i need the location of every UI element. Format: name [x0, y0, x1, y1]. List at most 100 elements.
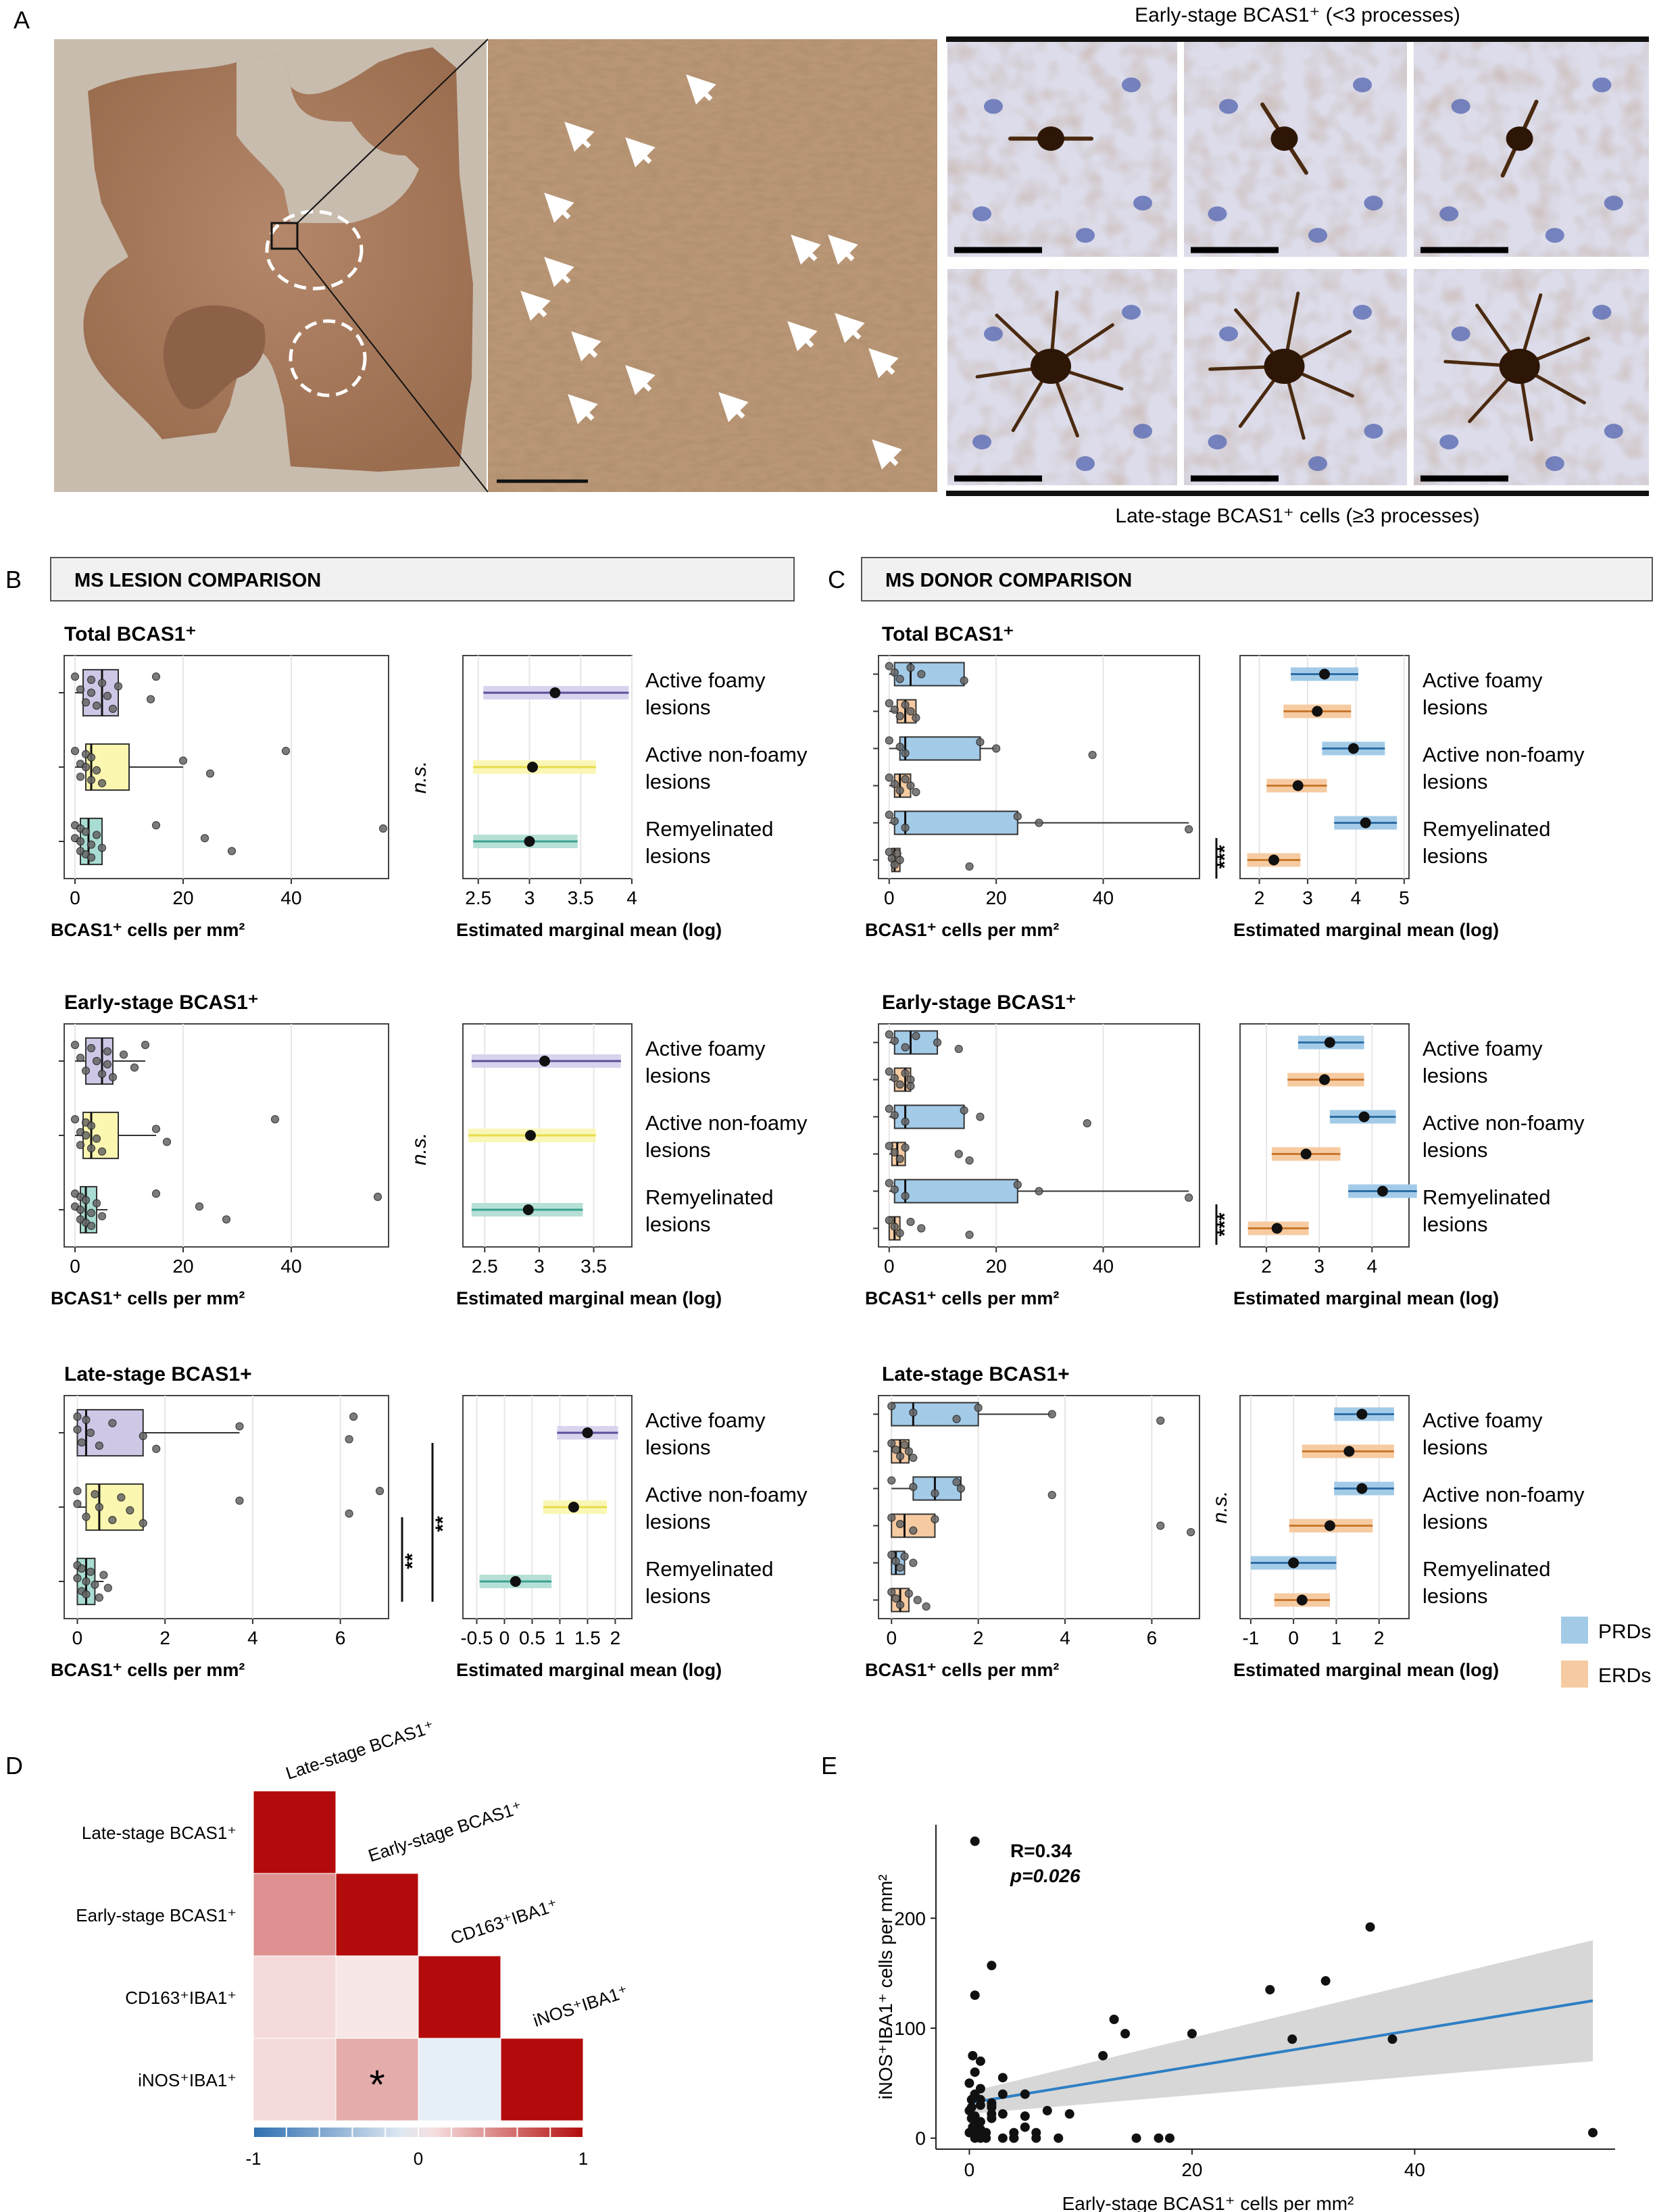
- heatmap-cell: [335, 2038, 419, 2121]
- x-axis-label: BCAS1⁺ cells per mm²: [51, 1660, 245, 1680]
- lesion-label: lesions: [645, 1584, 711, 1608]
- data-point: [895, 1154, 904, 1163]
- zoom-region-box: [270, 222, 299, 250]
- x-tick-label: 2: [610, 1627, 621, 1648]
- x-tick-label: 1: [1331, 1627, 1342, 1648]
- box: [893, 662, 965, 687]
- data-point: [86, 688, 96, 697]
- x-tick-label: -0.5: [460, 1627, 493, 1648]
- heatmap-cell: [418, 2038, 501, 2121]
- data-point: [1588, 2128, 1598, 2138]
- nucleus: [1451, 326, 1470, 341]
- white-arrow: [686, 74, 716, 105]
- box: [893, 1179, 1018, 1204]
- data-point: [76, 1054, 85, 1062]
- data-point: [890, 1074, 899, 1083]
- data-point: [130, 1063, 139, 1072]
- emm-point: [1271, 1223, 1283, 1234]
- data-point: [108, 1419, 117, 1427]
- white-arrow: [872, 439, 902, 470]
- data-point: [222, 1215, 231, 1224]
- data-point: [1156, 1416, 1165, 1425]
- legend-erds-swatch: [1561, 1661, 1588, 1688]
- data-point: [987, 2098, 997, 2108]
- data-point: [895, 712, 904, 720]
- data-point: [933, 1038, 942, 1047]
- data-point: [76, 685, 85, 694]
- emm-point: [1324, 1037, 1335, 1048]
- data-point: [73, 1487, 82, 1496]
- data-point: [964, 2128, 974, 2138]
- data-point: [1365, 1922, 1375, 1932]
- data-point: [117, 1493, 126, 1502]
- x-tick-label: 2: [1374, 1627, 1385, 1648]
- row-title: Total BCAS1⁺: [882, 623, 1014, 645]
- nucleus: [1122, 77, 1141, 93]
- data-point: [86, 1043, 96, 1053]
- data-point: [86, 1221, 96, 1230]
- x-tick-label: 3: [534, 1256, 545, 1277]
- data-point: [1047, 1490, 1056, 1500]
- nucleus: [1208, 206, 1227, 222]
- data-point: [976, 1112, 985, 1121]
- x-tick-label: 2: [1254, 887, 1265, 908]
- data-point: [912, 713, 920, 722]
- col-label: iNOS⁺IBA1⁺: [530, 1981, 630, 2031]
- data-point: [931, 1489, 939, 1498]
- sig-label: ***: [1214, 1212, 1236, 1236]
- cell-thumbnail-texture: [1414, 42, 1649, 257]
- data-point: [975, 2056, 985, 2066]
- data-point: [895, 743, 904, 752]
- data-point: [108, 704, 118, 713]
- data-point: [987, 2113, 997, 2123]
- data-point: [81, 827, 91, 836]
- data-point: [86, 1144, 96, 1153]
- data-point: [97, 779, 107, 787]
- data-point: [375, 1487, 385, 1496]
- x-axis-label: BCAS1⁺ cells per mm²: [51, 920, 245, 940]
- data-point: [1187, 1527, 1195, 1537]
- data-point: [92, 1056, 101, 1066]
- data-point: [1131, 2133, 1141, 2143]
- data-point: [92, 1134, 101, 1143]
- data-point: [887, 1588, 896, 1596]
- stat-r: R=0.34: [1010, 1840, 1072, 1861]
- data-point: [81, 1196, 91, 1204]
- data-point: [70, 1115, 80, 1124]
- data-point: [97, 843, 107, 852]
- x-axis-label: Estimated marginal mean (log): [1233, 1660, 1499, 1680]
- lesion-label: lesions: [1423, 1212, 1488, 1236]
- col-label: Late-stage BCAS1⁺: [283, 1716, 437, 1783]
- row-title: Late-stage BCAS1+: [64, 1363, 252, 1385]
- data-point: [119, 1050, 128, 1059]
- sig-label: **: [432, 1516, 454, 1532]
- data-point: [890, 1223, 899, 1231]
- data-point: [1013, 1180, 1022, 1189]
- data-point: [81, 762, 91, 772]
- data-point: [73, 1412, 82, 1421]
- data-point: [904, 1589, 914, 1598]
- data-point: [1054, 2133, 1064, 2143]
- data-point: [906, 707, 915, 716]
- data-point: [992, 744, 1001, 753]
- lesion-label: Active foamy: [1423, 1408, 1543, 1432]
- data-point: [114, 682, 123, 691]
- data-point: [909, 1453, 918, 1463]
- data-point: [151, 1189, 161, 1198]
- emm-point: [1292, 780, 1304, 791]
- data-point: [1020, 2111, 1030, 2121]
- x-tick-label: 3: [524, 887, 535, 908]
- data-point: [968, 2050, 978, 2061]
- x-tick-label: 0: [964, 2159, 975, 2180]
- x-tick-label: 0: [1288, 1627, 1299, 1648]
- data-point: [975, 2094, 985, 2105]
- data-point: [345, 1509, 353, 1518]
- data-point: [178, 756, 188, 765]
- x-axis-label: BCAS1⁺ cells per mm²: [865, 920, 1059, 940]
- data-point: [965, 1156, 974, 1165]
- data-point: [895, 1452, 905, 1460]
- data-point: [1064, 2109, 1074, 2119]
- x-tick-label: 20: [172, 1256, 193, 1277]
- nucleus: [1545, 456, 1564, 471]
